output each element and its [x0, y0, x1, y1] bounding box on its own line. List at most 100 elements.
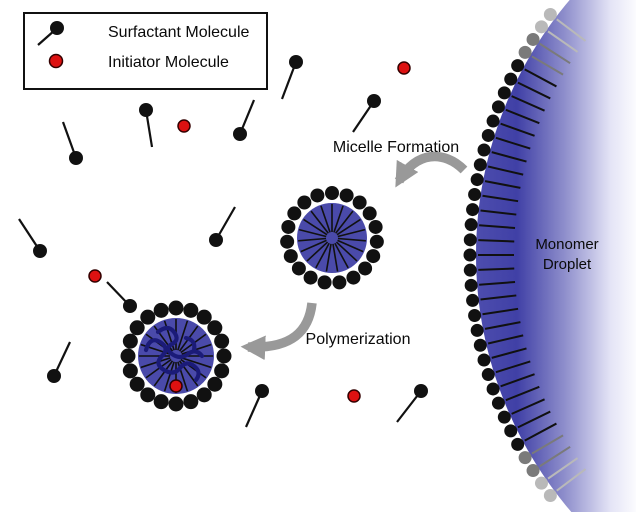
- surfactant-head: [368, 219, 383, 234]
- surfactant-tail: [181, 357, 212, 369]
- surfactant-head: [358, 261, 373, 276]
- surfactant-molecule: [18, 218, 47, 258]
- surfactant-tail: [484, 180, 521, 189]
- surfactant-tail: [333, 205, 344, 233]
- surfactant-head: [463, 233, 477, 247]
- surfactant-tail: [500, 122, 535, 137]
- surfactant-head: [534, 476, 548, 490]
- surfactant-tail: [495, 360, 531, 374]
- surfactant-tail: [511, 398, 545, 415]
- surfactant-tail: [491, 347, 527, 359]
- surfactant-tail: [524, 422, 557, 442]
- surfactant-head: [297, 195, 312, 210]
- surfactant-head: [283, 249, 298, 264]
- surfactant-head: [414, 384, 428, 398]
- surfactant-head: [543, 8, 557, 22]
- surfactant-molecule: [396, 384, 428, 423]
- surfactant-head: [153, 394, 169, 410]
- surfactant-tail: [482, 307, 519, 316]
- surfactant-head: [310, 188, 325, 203]
- surfactant-head: [196, 309, 212, 325]
- surfactant-tail: [306, 241, 329, 262]
- surfactant-head: [463, 248, 477, 262]
- surfactant-tail: [479, 224, 516, 230]
- surfactant-tail: [335, 241, 358, 262]
- surfactant-head: [477, 353, 491, 367]
- surfactant-head: [168, 396, 184, 412]
- monomer-droplet-body: [476, 0, 636, 512]
- surfactant-head: [216, 348, 232, 364]
- surfactant-head: [464, 218, 478, 232]
- surfactant-head: [122, 363, 138, 379]
- surfactant-head: [69, 151, 83, 165]
- surfactant-tail: [478, 267, 515, 271]
- surfactant-head: [511, 59, 525, 73]
- surfactant-tail: [505, 385, 540, 402]
- polymerization-label: Polymerization: [306, 331, 411, 348]
- surfactant-head: [518, 45, 532, 59]
- surfactant-head: [153, 302, 169, 318]
- surfactant-head: [504, 72, 518, 86]
- surfactant-head: [255, 384, 269, 398]
- surfactant-head: [526, 32, 540, 46]
- surfactant-head: [33, 244, 47, 258]
- surfactant-molecule: [139, 103, 154, 148]
- surfactant-head: [369, 234, 384, 249]
- surfactant-tail: [298, 228, 327, 238]
- surfactant-head: [183, 394, 199, 410]
- surfactant-head: [122, 333, 138, 349]
- surfactant-tail: [320, 205, 331, 233]
- legend: Surfactant Molecule Initiator Molecule: [23, 12, 268, 90]
- surfactant-head: [129, 320, 145, 336]
- surfactant-head: [317, 275, 332, 290]
- initiator-molecule: [169, 379, 183, 393]
- surfactant-head: [140, 387, 156, 403]
- free-initiator-molecules: [88, 61, 411, 403]
- surfactant-tail: [479, 280, 516, 286]
- surfactant-tail: [556, 468, 587, 492]
- surfactant-tail: [491, 151, 527, 163]
- surfactant-head: [289, 55, 303, 69]
- surfactant-tail: [298, 237, 327, 242]
- surfactant-head: [50, 21, 64, 35]
- surfactant-head: [207, 376, 223, 392]
- surfactant-tail: [539, 42, 571, 64]
- surfactant-molecule: [352, 94, 381, 133]
- surfactant-tail: [500, 373, 535, 388]
- surfactant-tail: [547, 457, 579, 480]
- surfactant-head: [504, 424, 518, 438]
- surfactant-head: [140, 309, 156, 325]
- surfactant-tail: [140, 357, 171, 369]
- micelle-formation-arrow: [394, 151, 468, 188]
- micelle-formation-label: Micelle Formation: [333, 139, 459, 156]
- surfactant-tail: [325, 243, 332, 272]
- surfactant-tail: [336, 218, 361, 236]
- surfactant-head: [470, 173, 484, 187]
- surfactant-head: [477, 143, 491, 157]
- polymer-chain: [183, 335, 197, 353]
- surfactant-molecule: [233, 99, 256, 141]
- surfactant-head: [120, 348, 136, 364]
- surfactant-tail: [484, 321, 521, 330]
- surfactant-head: [497, 86, 511, 100]
- surfactant-head: [466, 293, 480, 307]
- surfactant-tail: [495, 136, 531, 150]
- surfactant-tail: [487, 334, 524, 345]
- monomer-droplet: [463, 0, 636, 512]
- micelle-core: [297, 203, 367, 273]
- surfactant-tail: [480, 294, 517, 301]
- surfactant-tail: [153, 360, 174, 387]
- surfactant-tail: [334, 242, 349, 269]
- surfactant-head: [183, 302, 199, 318]
- surfactant-tail: [303, 218, 328, 236]
- surfactant-head: [280, 234, 295, 249]
- initiator-molecule: [397, 61, 411, 75]
- surfactant-head: [463, 263, 477, 277]
- surfactant-tail: [511, 95, 545, 112]
- monomer-droplet-label-line1: Monomer: [535, 236, 598, 253]
- polymer-chain: [155, 325, 205, 360]
- surfactant-head: [325, 186, 339, 200]
- surfactant-tail: [487, 165, 524, 176]
- micelle: [280, 186, 384, 290]
